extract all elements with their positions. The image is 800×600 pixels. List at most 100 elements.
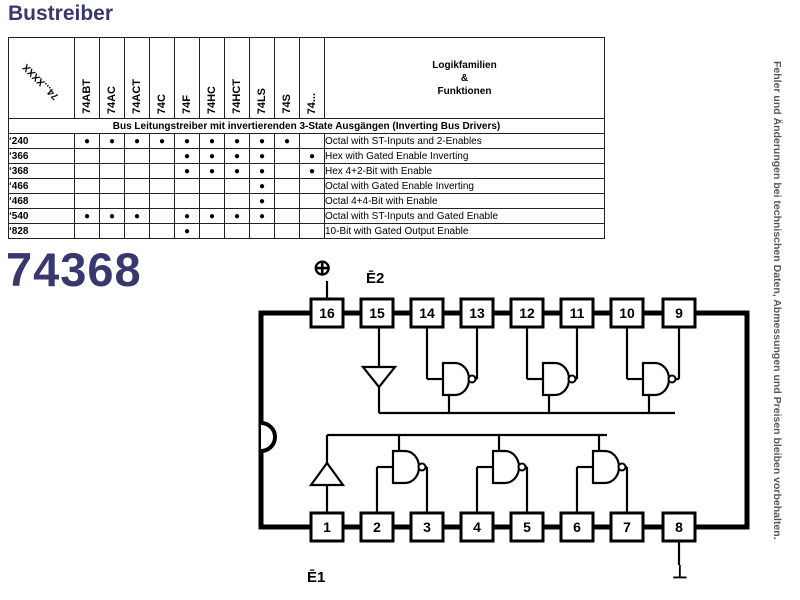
family-header-text: 74C	[155, 93, 168, 114]
table-title-line3: Funktionen	[437, 85, 492, 97]
enable1-label: Ē1	[307, 569, 325, 585]
chip-body	[258, 310, 750, 530]
table-row: ‘468●Octal 4+4-Bit with Enable	[8, 193, 605, 209]
availability-cell	[299, 178, 325, 194]
page-title: Bustreiber	[8, 2, 114, 25]
availability-cell	[149, 163, 175, 179]
gates	[308, 361, 677, 487]
table-title-line1: Logikfamilien	[432, 59, 497, 71]
family-header-4: 74F	[174, 37, 200, 119]
pin-number: 7	[623, 519, 631, 535]
availability-cell: ●	[174, 148, 200, 164]
pin-box	[559, 297, 595, 329]
family-header-text: 74F	[180, 95, 193, 114]
availability-cell	[124, 148, 150, 164]
part-number-cell: ‘828	[8, 223, 75, 239]
availability-cell	[99, 193, 125, 209]
availability-cell: ●	[149, 133, 175, 149]
inverter-gate	[641, 361, 671, 397]
availability-cell	[74, 163, 100, 179]
availability-cell	[74, 148, 100, 164]
availability-cell	[124, 223, 150, 239]
availability-cell	[299, 133, 325, 149]
pin-number: 13	[469, 305, 485, 321]
function-cell: Octal with ST-Inputs and Gated Enable	[324, 208, 605, 224]
pin-box	[459, 297, 495, 329]
function-cell: Hex with Gated Enable Inverting	[324, 148, 605, 164]
availability-cell	[299, 193, 325, 209]
family-header-text: 74LS	[255, 87, 268, 114]
family-header-9: 74...	[299, 37, 325, 119]
availability-cell: ●	[249, 208, 275, 224]
availability-cell: ●	[249, 178, 275, 194]
chip-notch	[260, 421, 277, 453]
availability-cell: ●	[124, 133, 150, 149]
availability-cell	[199, 178, 225, 194]
table-row: ‘540●●●●●●●Octal with ST-Inputs and Gate…	[8, 208, 605, 224]
pin-box	[309, 511, 345, 543]
availability-cell	[249, 223, 275, 239]
function-cell: Octal with ST-Inputs and 2-Enables	[324, 133, 605, 149]
section-title-row: Bus Leitungstreiber mit invertierenden 3…	[8, 118, 605, 134]
availability-cell	[299, 223, 325, 239]
availability-cell: ●	[174, 223, 200, 239]
family-header-text: 74AC	[105, 85, 118, 114]
table-title-cell: Logikfamilien & Funktionen	[324, 37, 605, 119]
availability-cell	[274, 148, 300, 164]
family-header-3: 74C	[149, 37, 175, 119]
family-header-0: 74ABT	[74, 37, 100, 119]
family-header-6: 74HCT	[224, 37, 250, 119]
table-row: ‘366●●●●●Hex with Gated Enable Inverting	[8, 148, 605, 164]
availability-cell	[274, 178, 300, 194]
availability-cell: ●	[249, 163, 275, 179]
availability-cell: ●	[199, 208, 225, 224]
family-header-2: 74ACT	[124, 37, 150, 119]
availability-cell: ●	[174, 133, 200, 149]
disclaimer-text: Fehler und Änderungen bei technischen Da…	[771, 60, 783, 540]
logic-family-table: 74...XXXX 74ABT 74AC 74ACT 74C 74F 74HC …	[8, 37, 605, 239]
availability-cell: ●	[199, 163, 225, 179]
table-row: ‘240●●●●●●●●●Octal with ST-Inputs and 2-…	[8, 133, 605, 149]
availability-cell: ●	[174, 163, 200, 179]
table-header-row: 74...XXXX 74ABT 74AC 74ACT 74C 74F 74HC …	[8, 37, 605, 119]
part-number-cell: ‘240	[8, 133, 75, 149]
availability-cell: ●	[199, 148, 225, 164]
pin-number: 6	[573, 519, 581, 535]
pin-number: 11	[570, 305, 585, 321]
gnd-symbol: ⊥	[672, 562, 688, 582]
inverter-gate	[441, 361, 471, 397]
availability-cell	[99, 148, 125, 164]
pin-box	[661, 297, 697, 329]
availability-cell: ●	[199, 133, 225, 149]
family-header-8: 74S	[274, 37, 300, 119]
wiring	[325, 281, 681, 565]
availability-cell	[99, 163, 125, 179]
family-header-text: 74ACT	[130, 79, 143, 114]
availability-cell	[274, 163, 300, 179]
pin-box	[609, 511, 645, 543]
pin-number: 12	[519, 305, 535, 321]
availability-cell	[74, 178, 100, 194]
enable-buffer-top	[360, 365, 398, 389]
availability-cell: ●	[74, 133, 100, 149]
availability-cell	[224, 178, 250, 194]
part-number-cell: ‘368	[8, 163, 75, 179]
pin-number: 5	[523, 519, 531, 535]
availability-cell: ●	[99, 133, 125, 149]
availability-cell	[149, 178, 175, 194]
availability-cell	[149, 223, 175, 239]
section-title: Bus Leitungstreiber mit invertierenden 3…	[8, 118, 605, 134]
family-header-5: 74HC	[199, 37, 225, 119]
availability-cell	[149, 148, 175, 164]
pin-number: 10	[619, 305, 635, 321]
availability-cell	[274, 223, 300, 239]
inverter-gate	[591, 449, 621, 485]
availability-cell: ●	[249, 193, 275, 209]
pin-box	[359, 297, 395, 329]
availability-cell	[124, 163, 150, 179]
pin-box	[509, 511, 545, 543]
availability-cell: ●	[224, 208, 250, 224]
availability-cell	[124, 178, 150, 194]
